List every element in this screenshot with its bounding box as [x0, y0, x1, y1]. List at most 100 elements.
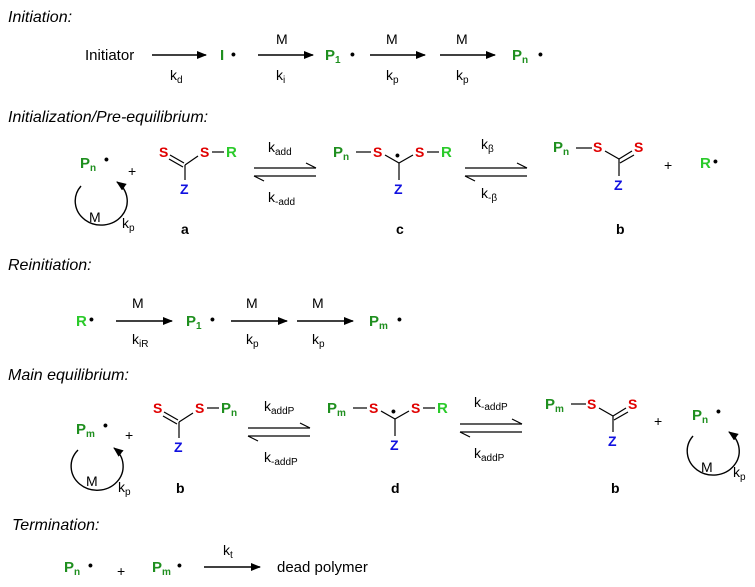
plus-pre-1: + — [128, 163, 136, 179]
svg-text:Pn: Pn — [333, 144, 349, 163]
label-a: a — [181, 221, 189, 237]
svg-text:S: S — [195, 400, 204, 416]
intermediate-radical-d: Pm S • S R Z — [327, 400, 448, 453]
svg-text:Z: Z — [174, 439, 183, 455]
label-c: c — [396, 221, 404, 237]
monomer-M-kp-1: M — [386, 31, 398, 47]
label-d: d — [391, 480, 400, 496]
svg-text:S: S — [634, 139, 643, 155]
svg-text:•: • — [391, 403, 396, 419]
dormant-raft-b-pm: Pm S S Z — [545, 396, 637, 449]
rate-kbeta: kβ — [481, 136, 494, 155]
raft-agent-b-pn-main: S S Pn Z — [153, 400, 237, 455]
propagation-loop-main-n — [686, 431, 740, 476]
species-Pn: Pn — [512, 47, 528, 66]
radical-dot-P1-reinit: • — [210, 311, 215, 327]
svg-text:S: S — [153, 400, 162, 416]
monomer-M-loop-main-n: M — [701, 459, 713, 475]
header-main-equilibrium: Main equilibrium: — [8, 367, 129, 384]
svg-text:S: S — [415, 144, 424, 160]
radical-dot-Pn-main: • — [716, 403, 721, 419]
rate-kp-loop-main-n: kp — [733, 464, 746, 483]
rate-kp-reinit-1: kp — [246, 331, 259, 350]
radical-dot-Pn: • — [538, 46, 543, 62]
svg-text:Z: Z — [394, 181, 403, 197]
species-Pn-pre: Pn — [80, 155, 96, 174]
species-Pm-term: Pm — [152, 559, 171, 578]
species-Pn-main: Pn — [692, 407, 708, 426]
monomer-M-kp-2: M — [456, 31, 468, 47]
species-I: I — [220, 47, 224, 64]
svg-text:Pm: Pm — [545, 396, 564, 415]
label-b-main-right: b — [611, 480, 620, 496]
plus-pre-2: + — [664, 157, 672, 173]
label-b-pre: b — [616, 221, 625, 237]
dormant-raft-b-pn: Pn S S Z — [553, 139, 643, 193]
monomer-M-kp-reinit-2: M — [312, 295, 324, 311]
label-b-main-left: b — [176, 480, 185, 496]
propagation-loop-main-m — [70, 447, 124, 491]
rate-kp-reinit-2: kp — [312, 331, 325, 350]
svg-text:Z: Z — [614, 177, 623, 193]
rate-kaddP: kaddP — [264, 398, 295, 417]
svg-text:S: S — [369, 400, 378, 416]
monomer-M-ki: M — [276, 31, 288, 47]
monomer-M-loop-pre: M — [89, 209, 101, 225]
monomer-M-loop-main-m: M — [86, 473, 98, 489]
plus-term: + — [117, 563, 125, 579]
svg-text:Pm: Pm — [327, 400, 346, 419]
rate-kaddP-2: kaddP — [474, 445, 505, 464]
radical-dot-R-reinit: • — [89, 311, 94, 327]
rate-kp-loop-main-m: kp — [118, 479, 131, 498]
svg-text:S: S — [159, 144, 168, 160]
monomer-M-kiR: M — [132, 295, 144, 311]
svg-text:S: S — [593, 139, 602, 155]
rate-k-minus-addP-2: k-addP — [474, 394, 508, 413]
plus-main-2: + — [654, 413, 662, 429]
header-reinitiation: Reinitiation: — [8, 257, 92, 274]
radical-dot-P1: • — [350, 46, 355, 62]
svg-text:Pn: Pn — [553, 139, 569, 158]
rate-kd: kd — [170, 67, 183, 86]
svg-text:R: R — [437, 400, 448, 417]
rate-k-minus-beta: k-β — [481, 185, 497, 204]
raft-agent-a: S S R Z — [159, 144, 237, 197]
svg-text:S: S — [411, 400, 420, 416]
svg-text:Pn: Pn — [221, 400, 237, 419]
dead-polymer-label: dead polymer — [277, 559, 368, 576]
header-preequilibrium: Initialization/Pre-equilibrium: — [8, 109, 208, 126]
radical-dot-I: • — [231, 46, 236, 62]
propagation-loop-pre — [74, 181, 128, 226]
rate-kp-2: kp — [456, 67, 469, 86]
rate-kadd: kadd — [268, 139, 292, 158]
species-Pn-term: Pn — [64, 559, 80, 578]
rate-k-minus-addP: k-addP — [264, 449, 298, 468]
initiator-label: Initiator — [85, 47, 134, 64]
radical-dot-Pn-pre: • — [104, 151, 109, 167]
intermediate-radical-c: Pn S • S R Z — [333, 144, 452, 197]
svg-text:S: S — [628, 396, 637, 412]
rate-ki: ki — [276, 67, 285, 86]
monomer-M-kp-reinit-1: M — [246, 295, 258, 311]
species-P1-reinit: P1 — [186, 313, 202, 332]
species-R-radical: R — [700, 155, 711, 172]
svg-text:Z: Z — [180, 181, 189, 197]
radical-dot-Pm-main: • — [103, 417, 108, 433]
rate-kiR: kiR — [132, 331, 148, 350]
species-Pm-reinit: Pm — [369, 313, 388, 332]
species-P1: P1 — [325, 47, 341, 66]
svg-text:R: R — [226, 144, 237, 161]
svg-text:Z: Z — [390, 437, 399, 453]
svg-text:S: S — [200, 144, 209, 160]
rate-k-minus-add: k-add — [268, 189, 295, 208]
species-R-reinit: R — [76, 313, 87, 330]
svg-text:S: S — [373, 144, 382, 160]
plus-main-1: + — [125, 427, 133, 443]
svg-text:S: S — [587, 396, 596, 412]
radical-dot-R: • — [713, 153, 718, 169]
species-Pm-main: Pm — [76, 421, 95, 440]
radical-dot-Pn-term: • — [88, 557, 93, 573]
rate-kp-loop-pre: kp — [122, 215, 135, 234]
